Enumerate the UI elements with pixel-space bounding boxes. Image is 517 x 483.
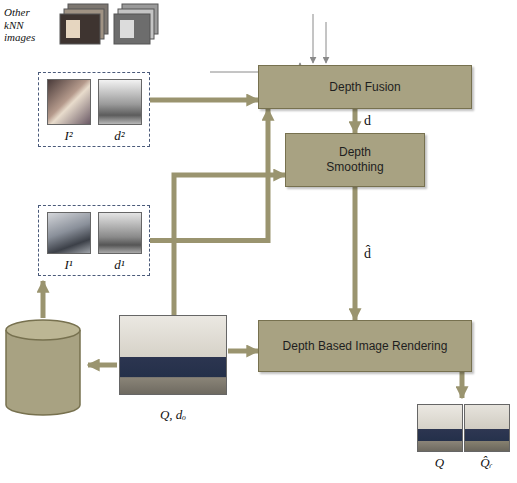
image-column: d² [98, 79, 142, 144]
image-column: I¹ [47, 212, 91, 273]
process-box: Depth Based Image Rendering [258, 320, 472, 372]
process-box: Depth Fusion [258, 65, 472, 109]
photo-thumbnail [47, 212, 91, 254]
image-column: d¹ [98, 212, 142, 273]
image-column: I² [47, 79, 91, 144]
image-label: d² [114, 128, 124, 144]
photo-thumbnail [119, 315, 227, 395]
database-cylinder [6, 320, 80, 415]
image-group: Q Q̂ᵣ [412, 398, 514, 473]
image-group: Q, dₒ [118, 315, 228, 433]
flow-arrow [150, 98, 258, 103]
photo-thumbnail [47, 79, 91, 125]
process-box: Depth Smoothing [285, 133, 425, 187]
flow-arrow [353, 187, 358, 320]
flow-arrow [460, 372, 465, 398]
note-label: Other kNN images [4, 6, 48, 44]
flow-arrow [228, 349, 258, 354]
image-column: Q̂ᵣ [464, 404, 510, 471]
database-arrows [43, 281, 117, 365]
knn-input-arrows [210, 14, 326, 72]
box-label: Depth Smoothing [313, 145, 397, 175]
box-label: Depth Based Image Rendering [283, 339, 448, 354]
image-label: I¹ [64, 257, 72, 273]
image-group: I² d² [38, 72, 150, 147]
image-label: d¹ [114, 257, 124, 273]
edge-label: d̂ [362, 246, 373, 262]
photo-thumbnail [98, 212, 142, 254]
image-label: Q [435, 455, 444, 471]
image-label: I² [64, 128, 72, 144]
box-label: Depth Fusion [329, 80, 400, 95]
image-label: Q̂ᵣ [480, 455, 493, 471]
photo-thumbnail [464, 404, 510, 452]
edge-label: d [362, 113, 373, 129]
knn-image-stack [60, 4, 158, 44]
image-group: I¹ d¹ [38, 205, 150, 276]
image-column: Q [417, 404, 463, 471]
flow-arrow [353, 109, 358, 133]
image-column: Q, dₒ [119, 315, 227, 423]
photo-thumbnail [417, 404, 463, 452]
photo-thumbnail [98, 79, 142, 125]
image-label: Q, dₒ [160, 407, 186, 423]
flow-arrow [174, 175, 285, 315]
